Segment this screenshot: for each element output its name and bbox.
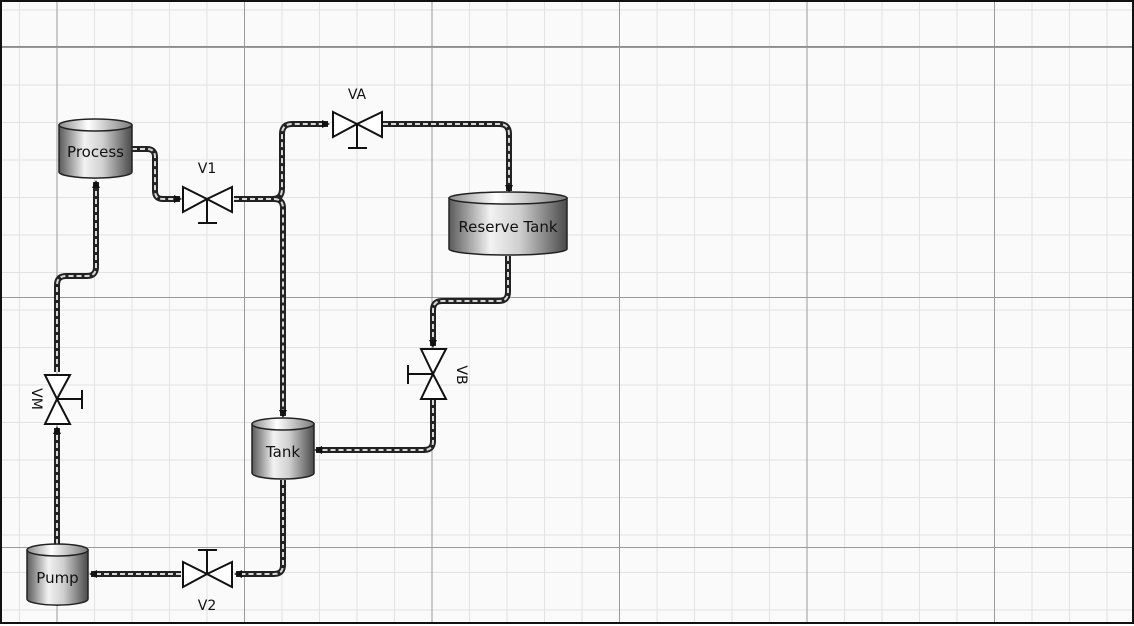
vessel-pump-label: Pump xyxy=(36,569,78,587)
pipe-tank-to-v2[interactable] xyxy=(234,480,286,578)
vessel-process[interactable]: Process xyxy=(58,118,133,179)
pipe-v1-to-va[interactable] xyxy=(234,120,330,202)
pipe-vm-to-process[interactable] xyxy=(54,180,100,372)
vessel-reserve-tank[interactable]: Reserve Tank xyxy=(448,191,568,256)
valve-va-label: VA xyxy=(348,87,367,103)
vessel-tank-label: Tank xyxy=(265,443,300,461)
valve-vb[interactable]: VB xyxy=(407,348,469,400)
pipe-va-to-reserve-tank[interactable] xyxy=(383,121,513,193)
pipes xyxy=(53,120,513,578)
valve-vb-label: VB xyxy=(453,365,469,384)
pipe-v1-to-tank[interactable] xyxy=(234,196,287,418)
vessel-tank[interactable]: Tank xyxy=(251,417,315,480)
valve-v1-label: V1 xyxy=(198,161,216,177)
valve-vm-label: VM xyxy=(28,388,44,410)
canvas-header-strip xyxy=(2,2,1132,47)
pipe-process-to-v1[interactable] xyxy=(132,146,182,203)
valve-v1[interactable]: V1 xyxy=(182,161,233,224)
pipe-vb-to-tank[interactable] xyxy=(314,400,436,454)
pipe-reserve-tank-to-vb[interactable] xyxy=(429,256,511,348)
vessel-pump[interactable]: Pump xyxy=(26,543,89,606)
vessel-reserve-tank-label: Reserve Tank xyxy=(458,218,557,236)
valve-va[interactable]: VA xyxy=(332,87,383,149)
vessel-process-label: Process xyxy=(67,143,124,161)
valve-vm[interactable]: VM xyxy=(28,374,83,425)
valve-v2[interactable]: V2 xyxy=(182,549,233,614)
valve-v2-label: V2 xyxy=(198,598,216,614)
